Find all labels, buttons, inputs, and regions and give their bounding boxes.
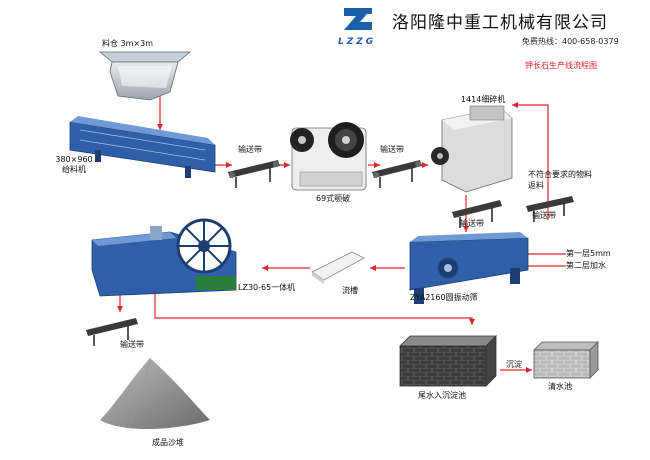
sediment-flow-label: 沉淀 [506,360,522,369]
sand-pile-label: 成品沙堆 [152,438,184,447]
feeder-label-name: 给料机 [62,165,86,174]
brand-logo [344,8,372,30]
chute-label: 流槽 [342,286,358,295]
conveyor-1 [228,160,280,188]
fine-crusher [431,105,513,193]
conveyor-2 [372,160,422,188]
fine-crusher-label: 1414细碎机 [461,95,506,104]
arrow-return-loop [512,102,549,220]
conveyor-3 [452,200,502,228]
sediment-pool [399,335,497,387]
screen-layer-2-label: 第二层加水 [566,261,606,270]
arrow-washer-to-pool [154,290,475,325]
jaw-crusher [290,122,367,191]
hopper-label: 料仓 3m×3m [102,39,154,48]
screen-layer-1-label: 第一层5mm [566,249,611,258]
conveyor-return-label: 输送带 [532,211,556,220]
conveyor-2-label: 输送带 [380,145,404,154]
flow-arrows [117,95,566,373]
clear-water-pool [533,341,599,379]
chute [311,251,365,284]
vibrating-feeder [69,116,216,178]
sediment-pool-label: 尾水入沉淀池 [418,391,466,400]
conveyor-3-label: 输送带 [460,219,484,228]
hotline: 免费热线：400-658-0379 [522,37,619,46]
conveyor-1-label: 输送带 [238,145,262,154]
sand-washer [91,218,237,297]
washer-label: LZ30-65一体机 [238,283,296,292]
jaw-crusher-label: 69式颚破 [316,194,351,203]
conveyor-4-label: 输送带 [120,340,144,349]
brand-name: LZZG [338,37,377,47]
flow-title: 钾长石生产线流程图 [525,61,597,70]
feeder-label-model: 380×960 [55,155,93,164]
reject-label-line1: 不符合要求的物料 [528,170,592,179]
vibrating-screen [409,232,529,304]
conveyor-return [526,196,574,222]
clear-pool-label: 清水池 [548,382,572,391]
reject-label-line2: 返料 [528,181,544,190]
screen-label: ZYA2160圆振动筛 [410,293,478,302]
company-name: 洛阳隆中重工机械有限公司 [392,13,608,33]
sand-pile [100,357,210,429]
conveyor-4 [86,318,138,346]
hopper [98,51,192,101]
